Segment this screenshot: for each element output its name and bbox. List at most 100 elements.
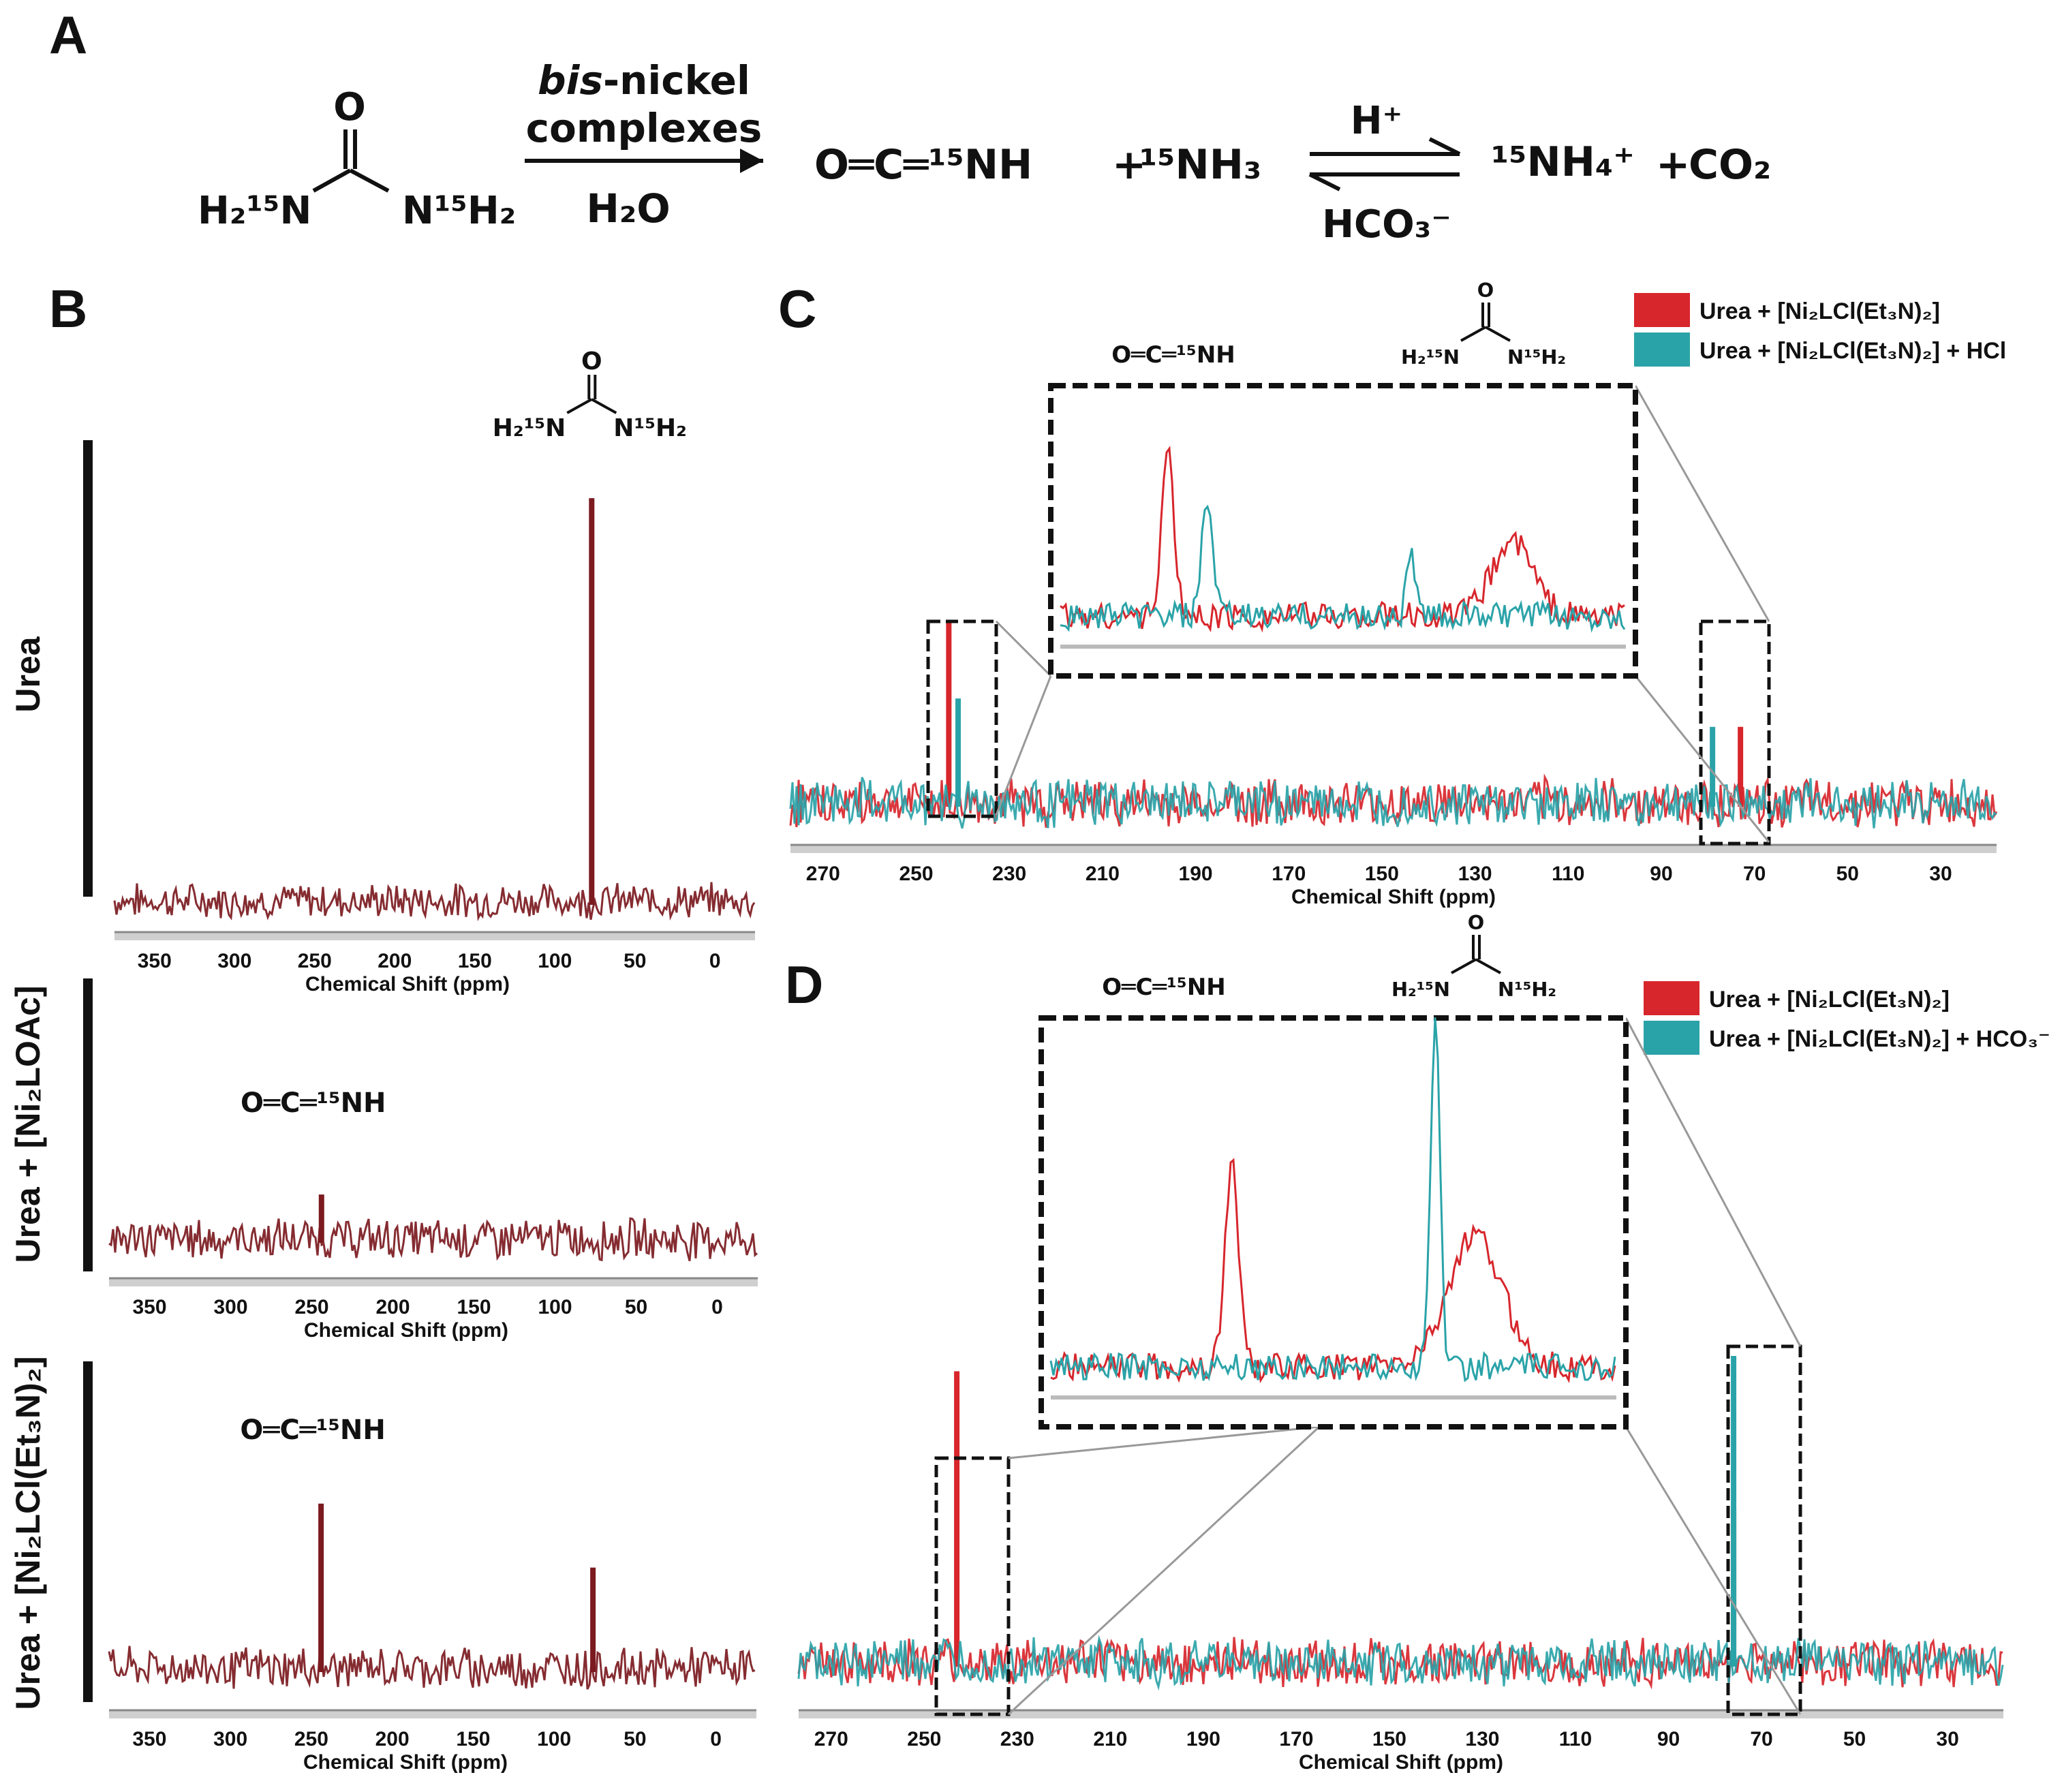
legend-label-C-1: Urea + [Ni₂LCl(Et₃N)₂] + HCl [1699, 338, 2006, 364]
tick-label-B1: 0 [709, 950, 721, 972]
tick-label-B1: 150 [458, 950, 492, 972]
legend-label-C-0: Urea + [Ni₂LCl(Et₃N)₂] [1699, 298, 1940, 324]
tick-label-B2: 150 [457, 1296, 491, 1318]
tick-label-B1: 300 [217, 950, 251, 972]
tick-label-C: 70 [1743, 863, 1766, 885]
zoom-region-C-1 [1699, 619, 1771, 846]
zoom-connector-D-3 [1625, 1426, 1802, 1715]
scheme-product-ammonium: ¹⁵NH₄⁺ [1491, 138, 1635, 186]
tick-label-B2: 0 [711, 1296, 723, 1318]
tick-label-D: 50 [1843, 1728, 1866, 1750]
scheme-urea-o: O [333, 85, 366, 129]
tick-label-B3: 250 [294, 1728, 328, 1750]
tick-label-D: 210 [1093, 1728, 1127, 1750]
zoom-connector-D-1 [1007, 1425, 1321, 1716]
tick-label-B3: 0 [710, 1728, 722, 1750]
x-axis-title-D: Chemical Shift (ppm) [1299, 1751, 1503, 1774]
x-axis-title-B1: Chemical Shift (ppm) [305, 973, 510, 995]
inset-frame-C [1048, 383, 1638, 679]
inset-annotation-isocyanic-C: O═C═¹⁵NH [1111, 341, 1235, 369]
legend-label-D-0: Urea + [Ni₂LCl(Et₃N)₂] [1709, 987, 1950, 1013]
tick-label-B2: 300 [213, 1296, 247, 1318]
tick-label-B2: 100 [538, 1296, 572, 1318]
inset-axis-D [1051, 1395, 1616, 1400]
panel-label-b: B [49, 279, 87, 339]
tick-label-C: 30 [1929, 863, 1952, 885]
zoom-connector-C-1 [995, 675, 1052, 816]
inset-trace-D-1 [1049, 1017, 1616, 1382]
tick-label-D: 150 [1372, 1728, 1406, 1750]
tick-label-D: 70 [1750, 1728, 1772, 1750]
annotation-urea-o-inset-D: O [1468, 911, 1484, 934]
tick-label-C: 150 [1365, 863, 1399, 885]
x-axis-title-C: Chemical Shift (ppm) [1291, 886, 1496, 908]
zoom-connector-C-3 [1634, 675, 1770, 843]
tick-label-B2: 350 [132, 1296, 166, 1318]
annotation-urea-left-inset-C: H₂¹⁵N [1401, 345, 1460, 369]
annotation-urea-o-inset-C: O [1477, 279, 1494, 302]
x-axis-C [790, 845, 1997, 853]
scheme-eq-bottom: HCO₃⁻ [1322, 202, 1451, 247]
tick-label-C: 250 [899, 863, 933, 885]
zoom-region-D-0 [934, 1456, 1011, 1716]
annotation-urea-o-B1: O [581, 347, 602, 375]
scheme-arrow-bottom: H₂O [586, 185, 670, 232]
side-label-b1: Urea [9, 636, 47, 712]
annotation-urea-right-B1: N¹⁵H₂ [613, 414, 687, 442]
tick-label-B3: 350 [132, 1728, 166, 1750]
series-noise-B3-0 [108, 1646, 756, 1690]
tick-label-B3: 150 [456, 1728, 490, 1750]
scheme-urea-left: H₂¹⁵N [198, 189, 311, 233]
panel-label-c: C [778, 279, 816, 339]
legend-swatch-C-0 [1634, 293, 1690, 327]
tick-label-D: 170 [1279, 1728, 1313, 1750]
scheme-product-co2: CO₂ [1689, 141, 1771, 189]
scheme-plus-2: + [1656, 141, 1690, 189]
tick-label-B2: 250 [294, 1296, 328, 1318]
tick-label-B2: 200 [375, 1296, 410, 1318]
tick-label-B3: 50 [624, 1728, 646, 1750]
zoom-region-C-0 [926, 619, 998, 818]
tick-label-D: 190 [1186, 1728, 1220, 1750]
tick-label-D: 130 [1465, 1728, 1499, 1750]
inset-annotation-isocyanic-D: O═C═¹⁵NH [1102, 974, 1226, 1001]
zoom-connector-D-0 [1008, 1425, 1320, 1459]
tick-label-C: 190 [1179, 863, 1213, 885]
tick-label-C: 90 [1650, 863, 1672, 885]
tick-label-C: 130 [1458, 863, 1492, 885]
tick-label-C: 170 [1272, 863, 1306, 885]
series-noise-B1-0 [113, 882, 756, 922]
tick-label-D: 270 [814, 1728, 848, 1750]
legend-swatch-D-0 [1644, 981, 1699, 1015]
tick-label-C: 230 [992, 863, 1026, 885]
x-axis-title-B3: Chemical Shift (ppm) [303, 1751, 508, 1774]
tick-label-B1: 50 [624, 950, 646, 972]
x-axis-B3 [109, 1710, 756, 1718]
series-noise-C-1 [789, 777, 1997, 829]
inset-trace-C-0 [1060, 446, 1625, 633]
annotation-isocyanic-B3: O═C═¹⁵NH [240, 1415, 386, 1446]
x-axis-D [799, 1710, 2003, 1718]
scheme-product-ammonia: ¹⁵NH₃ [1139, 141, 1261, 189]
tick-label-B2: 50 [625, 1296, 647, 1318]
tick-label-B3: 300 [213, 1728, 247, 1750]
legend-swatch-D-1 [1644, 1021, 1699, 1055]
tick-label-C: 210 [1086, 863, 1120, 885]
side-label-b3: Urea + [Ni₂LCl(Et₃N)₂] [9, 1357, 47, 1710]
series-noise-D-1 [797, 1635, 2004, 1691]
scheme-product-isocyanic: O═C═¹⁵NH [814, 141, 1032, 189]
scheme-plus-1: + [1112, 141, 1146, 189]
scheme-arrow-top: bis-nickel [538, 57, 750, 104]
zoom-connector-C-2 [1634, 385, 1770, 622]
annotation-urea-right-inset-D: N¹⁵H₂ [1498, 978, 1556, 1001]
inset-axis-C [1060, 645, 1626, 649]
tick-label-D: 250 [907, 1728, 941, 1750]
tick-label-C: 270 [806, 863, 840, 885]
